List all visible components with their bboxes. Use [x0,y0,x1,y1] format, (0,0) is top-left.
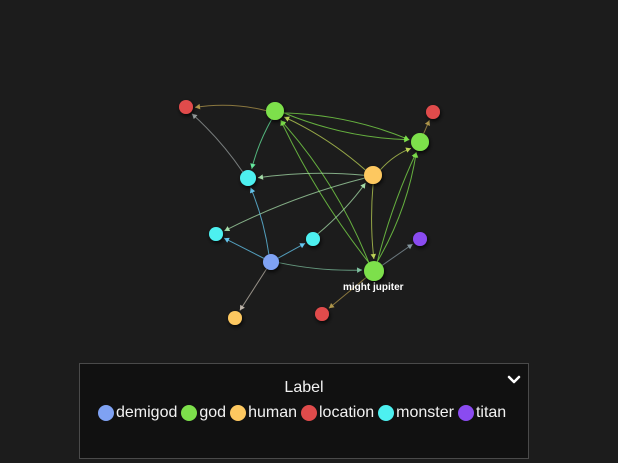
legend-label: demigod [116,404,178,421]
graph-edge [280,120,370,263]
graph-edge [251,119,273,169]
graph-edge [371,183,375,260]
legend-item-titan[interactable]: titan [457,403,507,423]
graph-edge [224,177,365,232]
graph-edge [250,187,270,255]
graph-edge [317,182,366,235]
graph-edge [284,116,366,171]
edge-arrowhead [405,147,411,153]
graph-edge [278,262,363,271]
edge-arrowhead [239,304,245,311]
legend-title: Label [284,379,324,396]
graph-nodes [179,100,440,325]
edge-arrowhead [404,136,410,143]
edge-arrowhead [224,237,230,243]
legend-swatch-human [230,405,247,421]
legend-swatch-demigod [98,405,114,421]
graph-node-location[interactable] [315,307,329,321]
edge-arrowhead [257,174,264,180]
legend-label: titan [475,404,507,421]
legend-item-human[interactable]: human [230,403,297,423]
graph-edge [223,237,265,259]
graph-node-human[interactable] [364,166,382,184]
edge-arrowhead [250,187,256,194]
legend-label: location [319,404,375,421]
graph-edge [376,152,417,262]
graph-node-monster[interactable] [306,232,320,246]
edge-arrowhead [191,113,198,120]
graph-node-demigod[interactable] [263,254,279,270]
edge-arrowhead [250,163,256,169]
graph-edge [379,147,412,171]
legend-panel: Label demigod god human location monster [79,363,529,459]
edge-arrowhead [224,226,231,232]
edge-arrowhead [411,152,417,159]
edge-arrowhead [328,302,335,309]
graph-edge [257,172,365,179]
graph-node-location[interactable] [179,100,193,114]
graph-node-titan[interactable] [413,232,427,246]
graph-edge [191,113,244,173]
legend-swatch-location [301,405,317,421]
graph-edges [191,103,430,311]
edge-arrowhead [284,116,290,122]
edge-arrowhead [280,120,286,127]
legend-item-god[interactable]: god [181,403,226,423]
legend-label: monster [396,404,454,421]
edge-arrowhead [370,253,377,260]
graph-edge [194,104,267,112]
edge-arrowhead [424,120,430,126]
graph-edge [381,243,413,266]
graph-edge [283,112,410,141]
legend-swatch-god [181,405,198,421]
edge-arrowhead [299,243,306,249]
edge-arrowhead [406,244,413,250]
legend-swatch-monster [378,405,395,421]
graph-node-location[interactable] [426,105,440,119]
legend-items: demigod god human location monster titan [98,403,518,423]
edge-arrowhead [360,183,366,189]
chevron-down-icon[interactable] [506,372,522,388]
legend-swatch-titan [457,405,474,421]
graph-edge [283,112,410,141]
legend-item-demigod[interactable]: demigod [98,403,177,423]
edge-arrowhead [356,267,363,273]
graph-edge [376,152,417,262]
graph-node-monster[interactable] [240,170,256,186]
graph-node-god[interactable] [266,102,284,120]
graph-node-monster[interactable] [209,227,223,241]
graph-node-human[interactable] [228,311,242,325]
legend-item-location[interactable]: location [301,403,374,423]
edge-arrowhead [194,103,201,110]
legend-label: human [248,404,297,421]
graph-edge [239,268,268,311]
graph-node-god[interactable] [411,133,429,151]
node-label-might-jupiter: might jupiter [343,282,404,293]
graph-edge [280,120,370,263]
legend-label: god [199,404,227,421]
graph-node-god[interactable] [364,261,384,281]
legend-item-monster[interactable]: monster [378,403,454,423]
